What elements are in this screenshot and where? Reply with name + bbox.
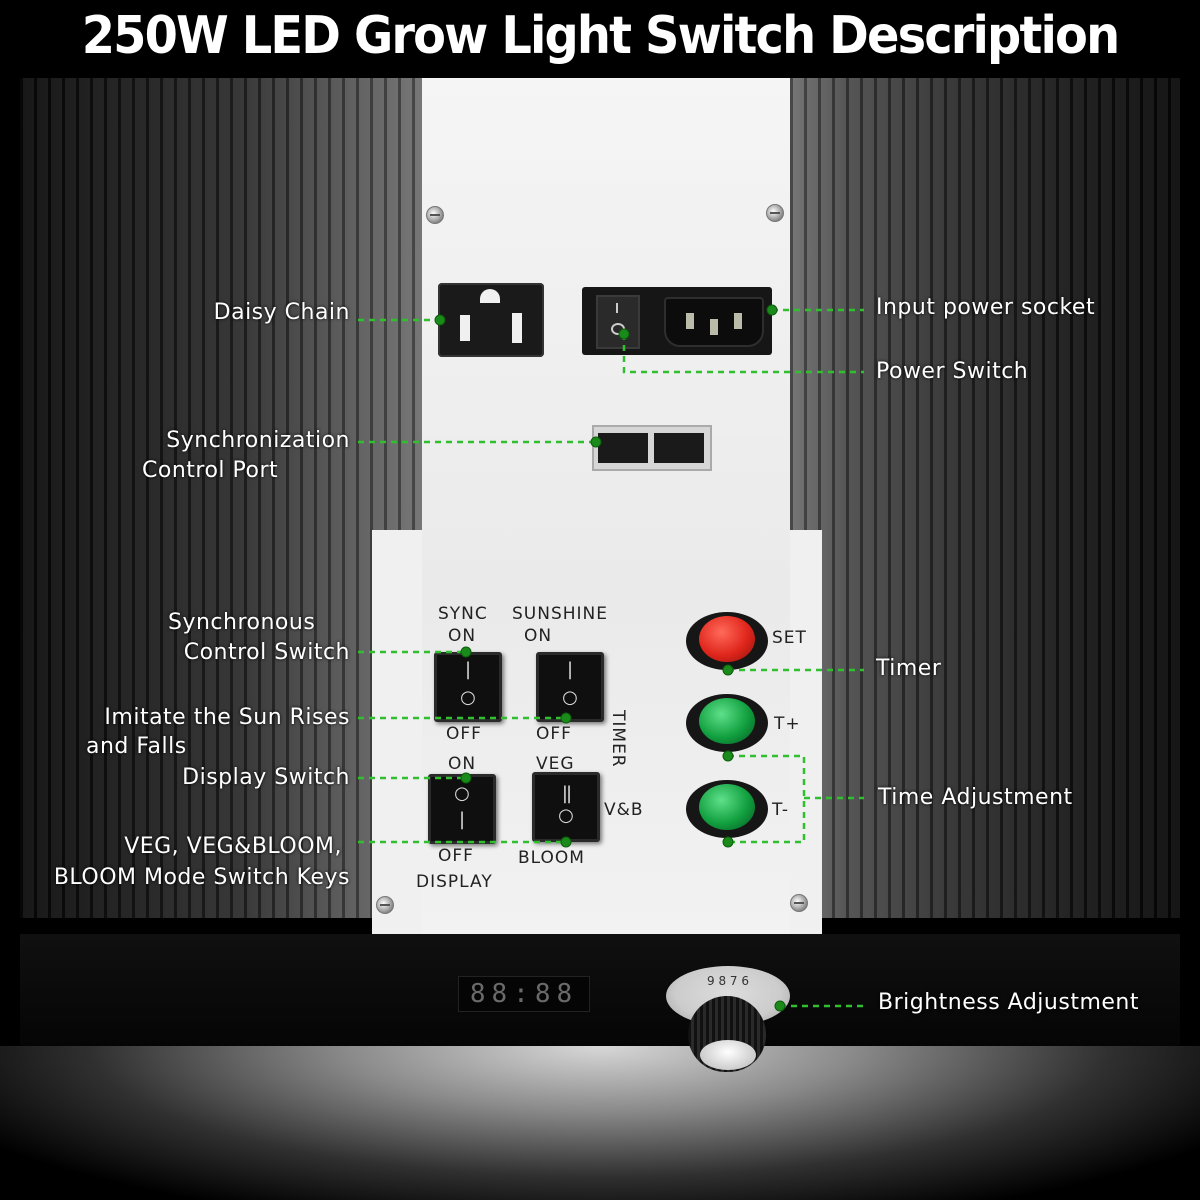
rj45-port-icon[interactable]: [592, 425, 712, 471]
knob-cap: [700, 1040, 756, 1070]
power-switch-rocker-icon[interactable]: [596, 295, 640, 349]
dial-numbers: 9 8 7 6: [707, 974, 749, 988]
display-off-label: OFF: [438, 846, 474, 866]
callout-sync-switch-line2: Control Switch: [183, 640, 350, 665]
callout-brightness-adjustment: Brightness Adjustment: [878, 990, 1139, 1015]
callout-sync-switch-line1: Synchronous: [168, 610, 316, 635]
bloom-label: BLOOM: [518, 848, 585, 868]
screw-icon: [426, 206, 444, 224]
display-on-label: ON: [448, 754, 477, 774]
power-module: [582, 287, 772, 355]
sunshine-off-label: OFF: [536, 724, 572, 744]
callout-input-power-socket: Input power socket: [876, 295, 1096, 320]
mode-rocker-switch[interactable]: ||○: [532, 772, 600, 842]
set-label: SET: [772, 628, 807, 648]
sunshine-label: SUNSHINE: [512, 604, 608, 624]
callout-mode-line1: VEG, VEG&BLOOM,: [124, 834, 342, 859]
display-rocker-switch[interactable]: ○|: [428, 774, 496, 844]
callout-sun-line1: Imitate the Sun Rises: [104, 705, 350, 730]
callout-daisy-chain: Daisy Chain: [213, 300, 350, 325]
sync-rocker-switch[interactable]: |○: [434, 652, 502, 722]
digital-display: 88:88: [458, 976, 590, 1012]
iec-socket-icon[interactable]: [664, 297, 764, 347]
page-title: 250W LED Grow Light Switch Description: [81, 6, 1120, 66]
sync-label: SYNC: [438, 604, 488, 624]
sunshine-rocker-switch[interactable]: |○: [536, 652, 604, 722]
sync-on-label: ON: [448, 626, 477, 646]
callout-mode-line2: BLOOM Mode Switch Keys: [53, 865, 350, 890]
t-plus-label: T+: [774, 714, 801, 734]
right-heatsink: [790, 78, 1180, 918]
callout-timer: Timer: [876, 656, 942, 681]
leader-time-adjust: [728, 754, 864, 844]
floor-reflection: [0, 1046, 1200, 1200]
time-plus-button[interactable]: [686, 694, 768, 752]
callout-sync-port-line1: Synchronization: [166, 428, 350, 453]
t-minus-label: T-: [772, 800, 789, 820]
callout-display-switch: Display Switch: [182, 765, 350, 790]
callout-time-adjustment: Time Adjustment: [878, 785, 1073, 810]
sync-off-label: OFF: [446, 724, 482, 744]
set-button[interactable]: [686, 612, 768, 670]
screw-icon: [766, 204, 784, 222]
callout-power-switch: Power Switch: [876, 359, 1029, 384]
vb-label: V&B: [604, 800, 644, 820]
left-heatsink: [20, 78, 422, 918]
callout-sync-port-line2: Control Port: [142, 458, 279, 483]
front-base: [20, 934, 1180, 1046]
display-label: DISPLAY: [416, 872, 493, 892]
veg-label: VEG: [536, 754, 575, 774]
screw-icon: [376, 896, 394, 914]
time-minus-button[interactable]: [686, 780, 768, 838]
sunshine-on-label: ON: [524, 626, 553, 646]
callout-sun-line2: and Falls: [86, 734, 187, 759]
leader-power-switch: [622, 334, 864, 374]
screw-icon: [790, 894, 808, 912]
ac-outlet-icon[interactable]: [438, 283, 544, 357]
